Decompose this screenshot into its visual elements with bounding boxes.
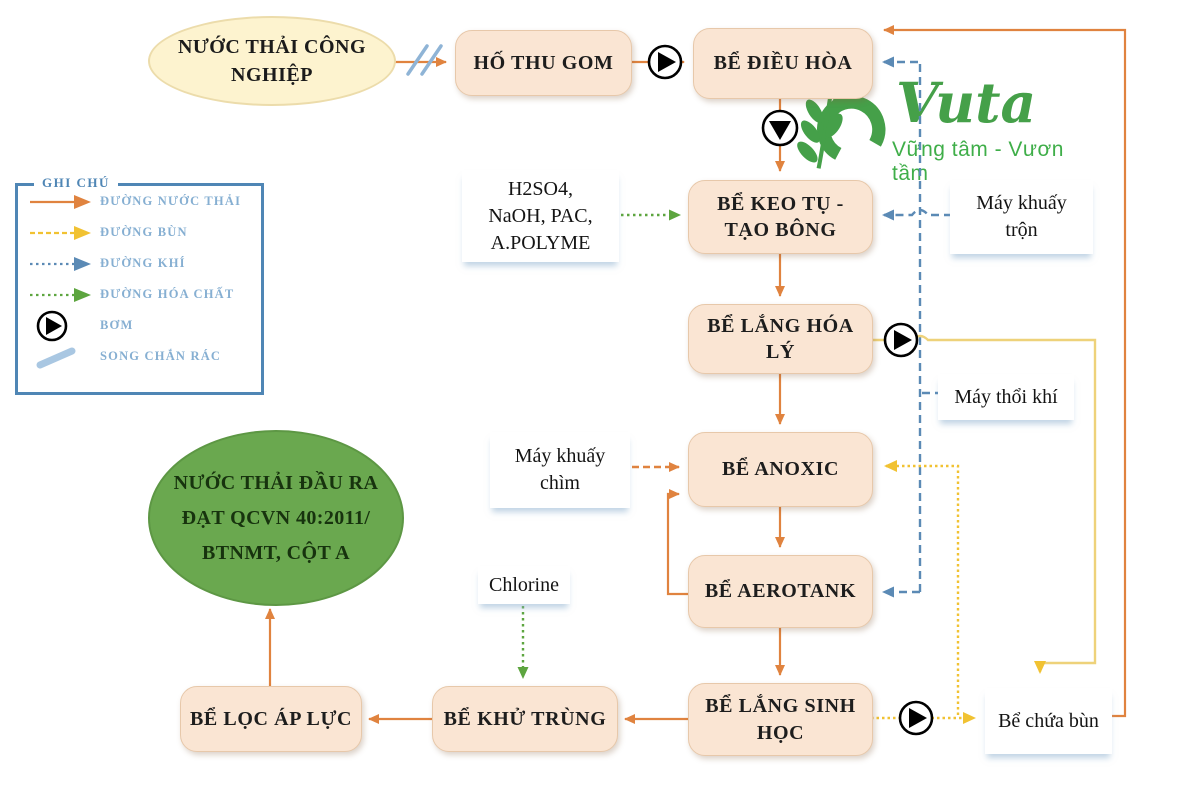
node-label: BỂ LẮNG HÓA: [707, 314, 854, 337]
legend-item-bar-screen: SONG CHẮN RÁC: [28, 341, 261, 372]
node-be-anoxic: BỂ ANOXIC: [688, 432, 873, 507]
legend-label: ĐƯỜNG KHÍ: [100, 256, 186, 270]
legend-title: GHI CHÚ: [34, 175, 118, 191]
legend-label: ĐƯỜNG NƯỚC THẢI: [100, 194, 242, 208]
label-text: Chlorine: [489, 573, 559, 596]
node-be-lang-hoa-ly: BỂ LẮNG HÓA LÝ: [688, 304, 873, 374]
legend-label: ĐƯỜNG HÓA CHẤT: [100, 287, 235, 301]
node-label: ĐẠT QCVN 40:2011/: [181, 506, 371, 529]
legend-item-air: ĐƯỜNG KHÍ: [28, 248, 261, 279]
label-text: NaOH, PAC,: [488, 204, 593, 227]
node-label: BỂ ANOXIC: [721, 458, 840, 481]
node-label: BỂ LẮNG SINH: [705, 695, 856, 718]
node-ho-thu-gom: HỐ THU GOM: [455, 30, 632, 96]
legend-item-chemical: ĐƯỜNG HÓA CHẤT: [28, 279, 261, 310]
node-be-aerotank: BỂ AEROTANK: [688, 555, 873, 628]
label-text: Máy thổi khí: [954, 385, 1058, 408]
pump-icon-chem-sludge: [883, 322, 919, 358]
label-text: chìm: [540, 472, 580, 494]
label-text: Bể chứa bùn: [998, 709, 1099, 732]
legend-item-wastewater: ĐƯỜNG NƯỚC THẢI: [28, 186, 261, 217]
legend-label: ĐƯỜNG BÙN: [100, 225, 188, 239]
label-may-khuay-tron: Máy khuấy trộn: [950, 180, 1093, 254]
legend-label: SONG CHẮN RÁC: [100, 349, 222, 363]
node-be-loc-ap-luc: BỂ LỌC ÁP LỰC: [180, 686, 362, 752]
node-label: TẠO BÔNG: [724, 219, 837, 241]
logo-brand-text: Vuta: [896, 70, 1037, 135]
node-be-lang-sinh-hoc: BỂ LẮNG SINH HỌC: [688, 683, 873, 756]
node-label: NGHIỆP: [231, 64, 313, 86]
legend-item-sludge: ĐƯỜNG BÙN: [28, 217, 261, 248]
node-be-keo-tu-tao-bong: BỂ KEO TỤ - TẠO BÔNG: [688, 180, 873, 254]
node-industrial-wastewater: NƯỚC THẢI CÔNG NGHIỆP: [148, 16, 396, 106]
label-may-thoi-khi: Máy thổi khí: [938, 374, 1074, 420]
node-label: BỂ LỌC ÁP LỰC: [189, 707, 353, 730]
legend-item-pump: BƠM: [28, 310, 261, 341]
pump-icon: [28, 309, 100, 343]
label-text: trộn: [1005, 219, 1038, 241]
node-label: NƯỚC THẢI ĐẦU RA: [173, 471, 379, 494]
node-label: HỐ THU GOM: [473, 51, 614, 74]
node-label: BỂ KEO TỤ -: [717, 192, 844, 215]
bar-screen-icon: [406, 44, 443, 76]
label-text: A.POLYME: [490, 231, 591, 254]
node-label: BTNMT, CỘT A: [202, 541, 350, 564]
logo-tagline: Vững tâm - Vươn tầm: [892, 138, 1064, 185]
dotted-arrow-icon: [28, 286, 100, 304]
node-label: BỂ AEROTANK: [704, 580, 857, 603]
label-may-khuay-chim: Máy khuấy chìm: [490, 432, 630, 508]
label-text: Máy khuấy: [514, 445, 606, 467]
node-label: LÝ: [766, 341, 795, 363]
node-be-dieu-hoa: BỂ ĐIỀU HÒA: [693, 28, 873, 99]
node-label: BỂ ĐIỀU HÒA: [713, 52, 853, 75]
dashed-arrow-icon: [28, 224, 100, 242]
node-effluent-standard: NƯỚC THẢI ĐẦU RA ĐẠT QCVN 40:2011/ BTNMT…: [148, 430, 404, 606]
dotted-arrow-icon: [28, 255, 100, 273]
pump-icon-bio-sludge: [898, 700, 934, 736]
label-be-chua-bun: Bể chứa bùn: [985, 688, 1112, 754]
node-label: BỂ KHỬ TRÙNG: [443, 707, 607, 730]
wheat-logo-icon: [797, 76, 886, 169]
node-label: HỌC: [756, 721, 805, 744]
sludge-lines-bio: [871, 460, 976, 724]
legend: GHI CHÚ ĐƯỜNG NƯỚC THẢI ĐƯỜNG BÙN ĐƯỜNG …: [15, 175, 264, 395]
solid-arrow-icon: [28, 193, 100, 211]
pump-icon-collection: [647, 44, 683, 80]
bar-screen-icon: [28, 344, 100, 370]
node-label: NƯỚC THẢI CÔNG: [177, 36, 367, 58]
node-be-khu-trung: BỂ KHỬ TRÙNG: [432, 686, 618, 752]
legend-label: BƠM: [100, 318, 134, 332]
label-chlorine: Chlorine: [478, 566, 570, 604]
label-text: Máy khuấy: [976, 192, 1067, 214]
label-text: H2SO4,: [507, 177, 573, 200]
label-chemicals: H2SO4, NaOH, PAC, A.POLYME: [462, 170, 619, 262]
